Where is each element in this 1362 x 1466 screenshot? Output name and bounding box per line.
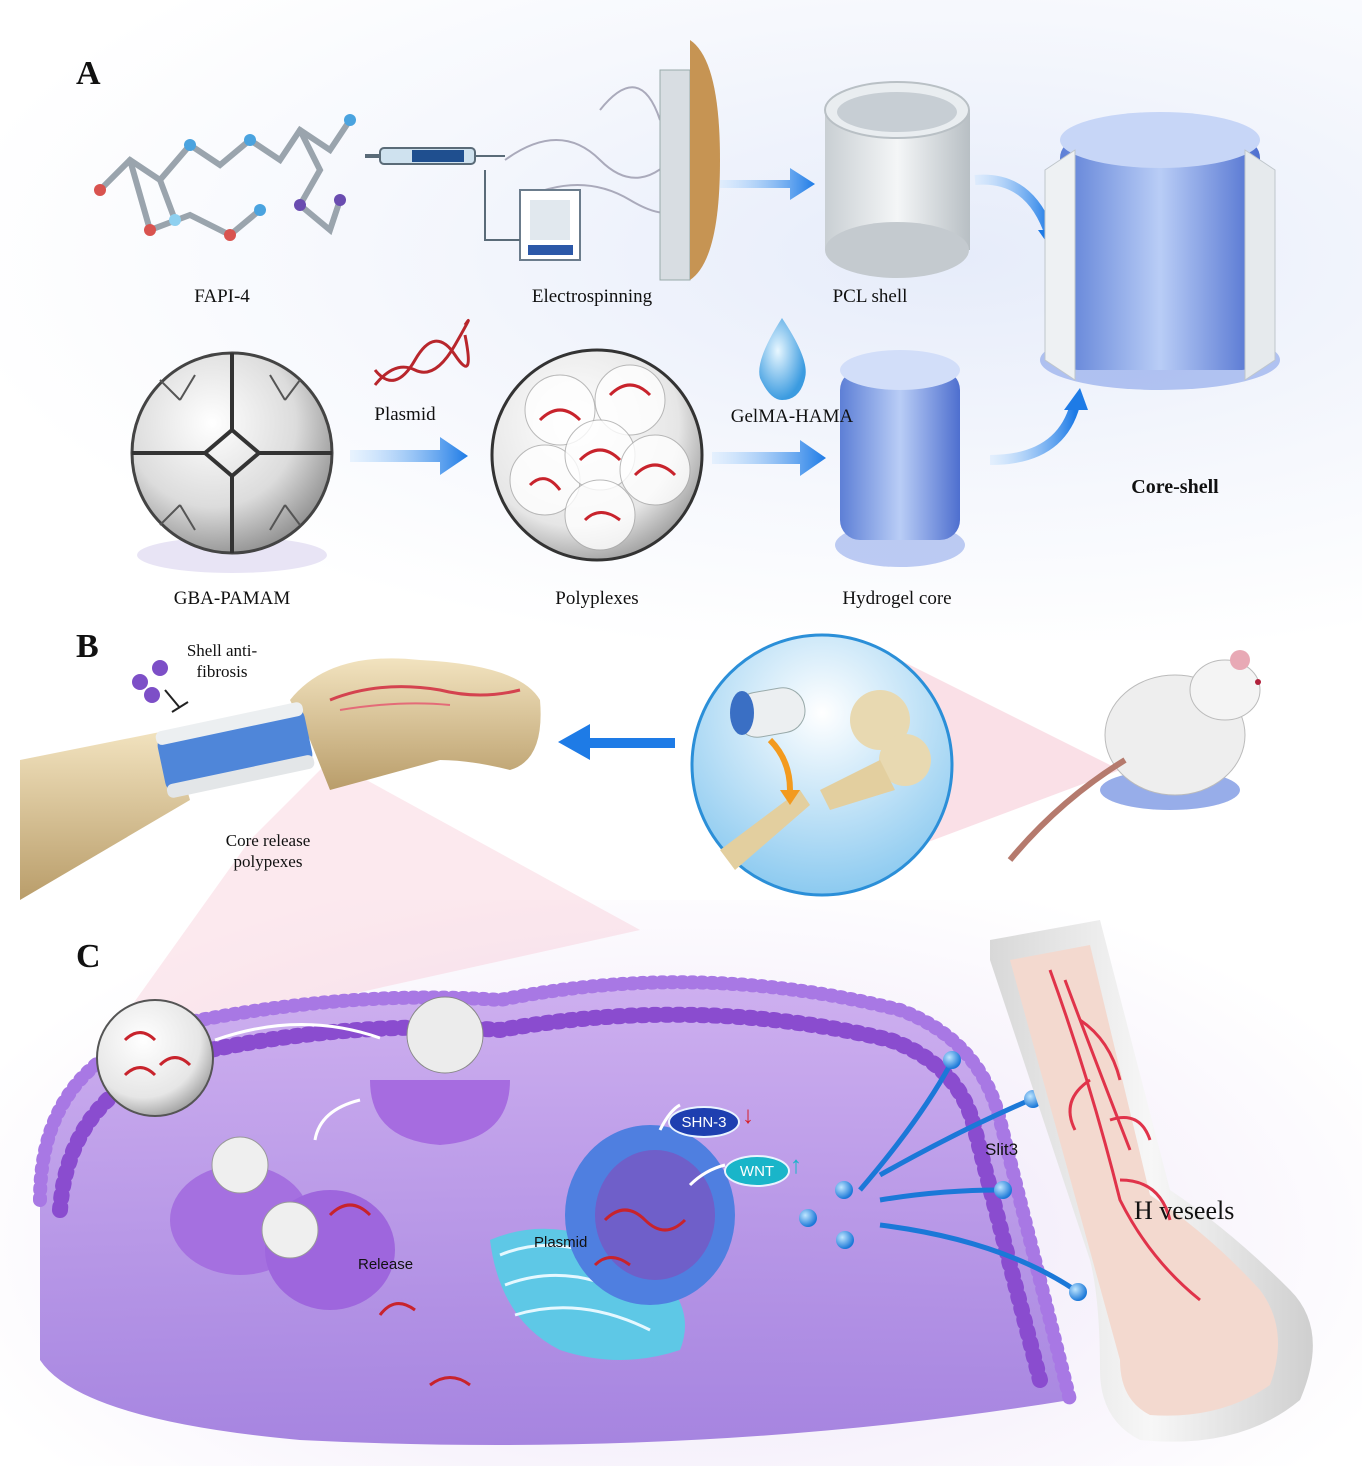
nucleus — [565, 1125, 735, 1305]
plasmid-in-nucleus-label: Plasmid — [534, 1234, 588, 1251]
gba-pamam-dendrimer — [130, 351, 334, 573]
electrospinning-label: Electrospinning — [531, 286, 653, 307]
h-vessels-label: H veseels — [1134, 1196, 1235, 1225]
arrow-hydrogel-to-core-shell — [989, 403, 1080, 465]
shell-anti-fibrosis-line1: Shell anti- — [186, 641, 258, 660]
femur-with-h-vessels — [990, 920, 1313, 1442]
core-shell-scaffold — [1040, 112, 1280, 390]
panel-label-a: A — [76, 55, 101, 92]
hydrogel-core-label: Hydrogel core — [842, 588, 952, 609]
electrospinning-device — [484, 40, 720, 281]
up-arrow-icon: ↑ — [790, 1152, 802, 1179]
endosomal-escape-cluster — [170, 1136, 471, 1387]
slit3-label: Slit3 — [985, 1140, 1019, 1159]
core-release-label: Core release polypexes — [226, 830, 310, 873]
fapi-label: FAPI-4 — [194, 286, 250, 307]
slit3-secretion — [799, 1051, 1087, 1301]
shn3-label: SHN-3 — [681, 1113, 727, 1131]
panel-label-b: B — [76, 628, 99, 665]
panel-label-c: C — [76, 938, 101, 975]
arrow-to-polyplexes — [350, 437, 468, 475]
endosome-arrow — [313, 1098, 361, 1141]
core-release-line1: Core release — [225, 831, 311, 850]
gba-pamam-label: GBA-PAMAM — [173, 588, 291, 609]
endocytic-vesicle — [370, 996, 510, 1145]
arrow-to-hydrogel — [712, 440, 826, 476]
wnt-arrow — [688, 1163, 726, 1187]
arrow-to-pcl-shell — [720, 168, 815, 200]
core-shell-label: Core-shell — [1131, 476, 1219, 498]
gelma-drop-icon — [759, 318, 806, 400]
arrow-implant-to-bone — [558, 724, 675, 760]
fapi-molecule-illustration — [97, 117, 353, 239]
femur-bone-with-scaffold — [20, 658, 541, 900]
uptake-arrow — [214, 1023, 381, 1042]
syringe-icon — [365, 147, 505, 165]
gelma-hama-label: GelMA-HAMA — [730, 406, 854, 427]
surgery-zoom-circle — [690, 633, 954, 897]
zoom-beam-b-to-c — [100, 760, 640, 1050]
down-arrow-icon: ↓ — [742, 1102, 754, 1129]
rat-illustration — [1007, 650, 1261, 862]
plasmid-dna-icon — [373, 319, 470, 386]
polyplexes-label: Polyplexes — [555, 588, 639, 609]
release-label: Release — [358, 1256, 414, 1273]
shell-anti-fibrosis-line2: fibrosis — [196, 662, 248, 682]
polyplexes-particle — [490, 348, 704, 562]
immune-cells-icon — [132, 660, 189, 713]
shn3-pill: SHN-3 — [668, 1106, 740, 1138]
pcl-shell-tube — [824, 81, 970, 278]
wnt-label: WNT — [739, 1162, 775, 1180]
arrow-to-core-shell — [974, 174, 1055, 237]
core-release-line2: polypexes — [233, 852, 303, 872]
plasmid-label: Plasmid — [374, 404, 436, 425]
wnt-pill: WNT — [724, 1155, 790, 1187]
pcl-shell-label: PCL shell — [832, 286, 908, 307]
entering-polyplex — [96, 999, 214, 1117]
fapi-atoms — [94, 114, 356, 241]
hydrogel-core-cylinder — [835, 350, 965, 567]
shell-anti-fibrosis-label: Shell anti- fibrosis — [187, 640, 257, 683]
shn3-arrow — [658, 1103, 681, 1131]
